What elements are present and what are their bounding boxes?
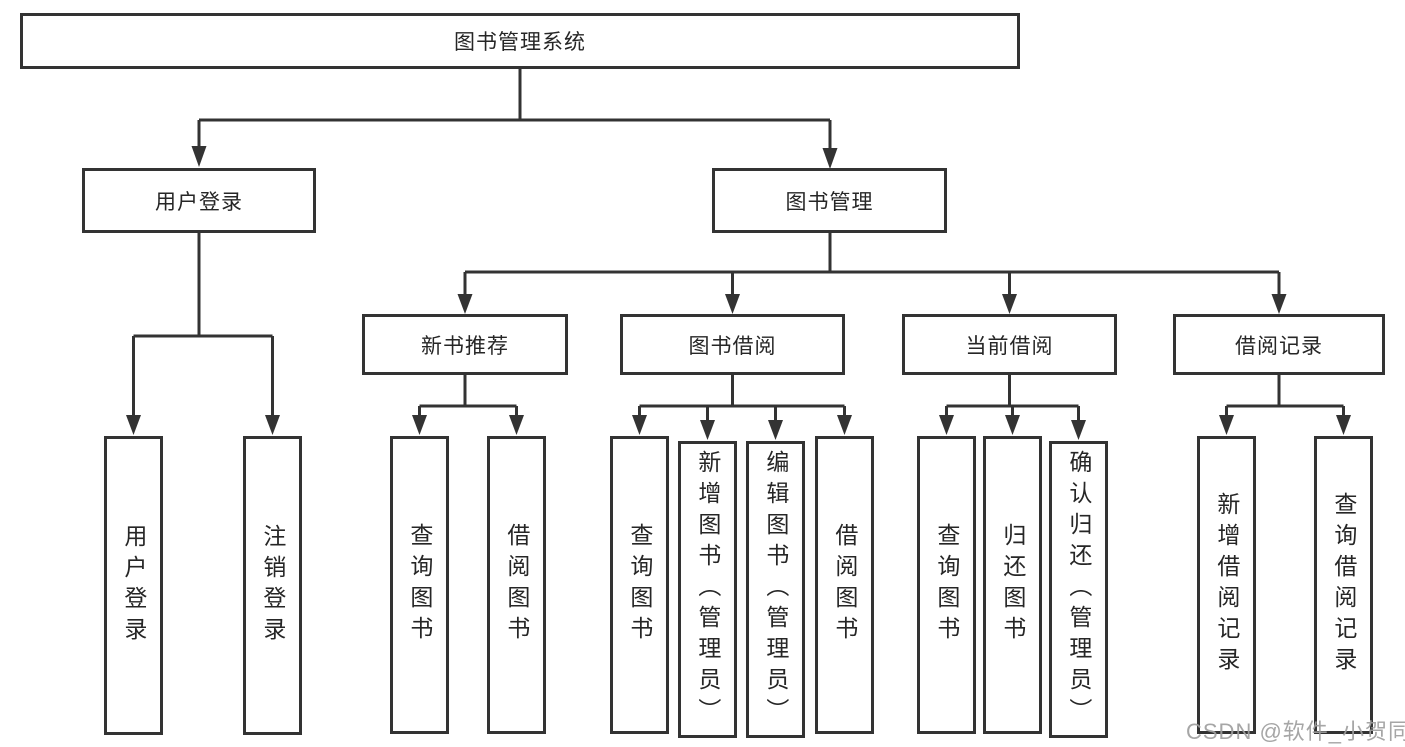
node-borrow-records-label: 借阅记录 bbox=[1235, 334, 1323, 358]
node-user-login-label: 用户登录 bbox=[155, 190, 243, 214]
leaf-return-books: 归还图书 bbox=[983, 436, 1042, 734]
arrow-to-query-record bbox=[1336, 415, 1351, 435]
arrow-to-add-books bbox=[700, 420, 715, 440]
leaf-user-login: 用户登录 bbox=[104, 436, 163, 735]
leaf-borrow-books-1: 借阅图书 bbox=[487, 436, 546, 734]
leaf-logout: 注销登录 bbox=[243, 436, 302, 735]
csdn-watermark: CSDN @软件_小贺同学 bbox=[1186, 719, 1405, 744]
leaf-confirm-return-admin: 确认归还（管理员） bbox=[1049, 441, 1108, 738]
leaf-query-borrow-record-label: 查询借阅记录 bbox=[1330, 492, 1357, 678]
leaf-query-borrow-record: 查询借阅记录 bbox=[1314, 436, 1373, 734]
leaf-add-borrow-record: 新增借阅记录 bbox=[1197, 436, 1256, 734]
arrow-to-new-books bbox=[457, 294, 473, 314]
leaf-query-books-2: 查询图书 bbox=[610, 436, 669, 734]
leaf-query-books-2-label: 查询图书 bbox=[626, 523, 653, 647]
leaf-add-books-admin: 新增图书（管理员） bbox=[678, 441, 737, 738]
arrow-to-book-mgmt bbox=[822, 148, 838, 169]
node-current-borrow: 当前借阅 bbox=[902, 314, 1117, 375]
leaf-query-books-3-label: 查询图书 bbox=[933, 523, 960, 647]
node-root-label: 图书管理系统 bbox=[454, 31, 586, 54]
leaf-query-books-3: 查询图书 bbox=[917, 436, 976, 734]
arrow-to-query-books-2 bbox=[632, 415, 647, 435]
leaf-confirm-return-admin-label: 确认归还（管理员） bbox=[1065, 450, 1092, 729]
node-root: 图书管理系统 bbox=[20, 13, 1020, 69]
connector-book-mgmt-children bbox=[463, 233, 1281, 295]
arrowheads bbox=[126, 146, 1351, 440]
leaf-query-books-1-label: 查询图书 bbox=[406, 523, 433, 647]
node-book-management-label: 图书管理 bbox=[785, 190, 874, 214]
connector-paths bbox=[132, 69, 1345, 421]
node-book-borrow: 图书借阅 bbox=[620, 314, 845, 375]
leaf-borrow-books-2-label: 借阅图书 bbox=[831, 523, 858, 647]
arrow-to-query-books-3 bbox=[939, 415, 954, 435]
connector-user-login-children bbox=[132, 233, 274, 417]
leaf-edit-books-admin: 编辑图书（管理员） bbox=[746, 441, 805, 738]
arrow-to-leaf-logout bbox=[265, 415, 280, 435]
leaf-borrow-books-1-label: 借阅图书 bbox=[503, 523, 530, 647]
arrow-to-current-borrow bbox=[1002, 294, 1017, 314]
connector-new-books-children bbox=[418, 375, 518, 416]
arrow-to-add-record bbox=[1219, 415, 1234, 435]
arrow-to-borrow-records bbox=[1271, 294, 1287, 314]
arrow-to-leaf-user-login bbox=[126, 415, 141, 435]
leaf-return-books-label: 归还图书 bbox=[999, 523, 1026, 647]
node-new-book-recommend-label: 新书推荐 bbox=[421, 334, 509, 358]
arrow-to-confirm-return bbox=[1071, 420, 1086, 440]
node-book-borrow-label: 图书借阅 bbox=[688, 334, 777, 358]
connector-current-borrow-children bbox=[945, 375, 1080, 421]
leaf-add-borrow-record-label: 新增借阅记录 bbox=[1213, 492, 1240, 678]
connector-root-to-level2 bbox=[197, 69, 832, 149]
arrow-to-edit-books bbox=[768, 420, 783, 440]
node-book-management: 图书管理 bbox=[712, 168, 947, 233]
arrow-to-user-login bbox=[191, 146, 207, 167]
node-user-login: 用户登录 bbox=[82, 168, 316, 233]
arrow-to-query-books-1 bbox=[412, 415, 427, 435]
node-new-book-recommend: 新书推荐 bbox=[362, 314, 568, 375]
node-borrow-records: 借阅记录 bbox=[1173, 314, 1385, 375]
arrow-to-borrow-books-2 bbox=[837, 415, 852, 435]
arrow-to-book-borrow bbox=[725, 294, 740, 314]
node-current-borrow-label: 当前借阅 bbox=[965, 334, 1054, 358]
leaf-borrow-books-2: 借阅图书 bbox=[815, 436, 874, 734]
connector-borrow-records-children bbox=[1225, 375, 1345, 416]
leaf-logout-label: 注销登录 bbox=[259, 523, 286, 648]
connector-book-borrow-children bbox=[638, 375, 846, 421]
arrow-to-borrow-books-1 bbox=[509, 415, 524, 435]
leaf-query-books-1: 查询图书 bbox=[390, 436, 449, 734]
leaf-user-login-label: 用户登录 bbox=[120, 523, 147, 648]
arrow-to-return-books bbox=[1005, 415, 1020, 435]
leaf-edit-books-admin-label: 编辑图书（管理员） bbox=[762, 450, 789, 729]
leaf-add-books-admin-label: 新增图书（管理员） bbox=[694, 450, 721, 729]
